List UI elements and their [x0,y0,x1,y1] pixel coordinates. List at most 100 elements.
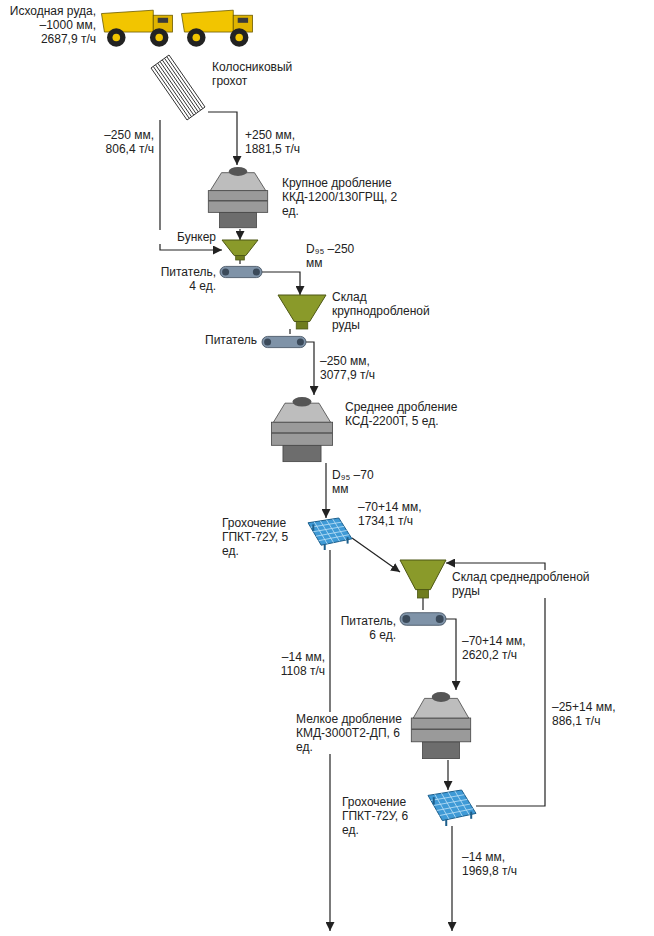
equipment-label: Среднее дробление КСД-2200Т, 5 ед. [345,400,470,428]
screen-deck [308,518,352,545]
equipment-label: Грохочение ГПКТ-72У, 6 ед. [342,795,424,837]
crusher-icon [205,165,271,229]
wheel-hub [193,34,201,42]
bin-icon [278,295,326,329]
equipment-node: Питатель, 6 ед. [400,610,446,628]
flow-label: +250 мм, 1881,5 т/ч [245,128,330,156]
screen-leg [347,537,349,543]
equipment-node: Грохочение ГПКТ-72У, 5 ед. [308,518,352,550]
crusher-icon [268,395,336,463]
grate-bar [162,60,198,112]
grate-icon [148,55,208,120]
feeder-pulley [253,268,260,275]
bin-body [278,295,326,322]
feeder-pulley [402,615,410,623]
screen-mesh [319,535,350,541]
crusher-body [271,422,332,445]
flow-arrow [239,260,240,264]
grate-bar [153,66,189,118]
bin-icon [222,240,258,260]
feeder-pulley [297,338,304,345]
equipment-label: Питатель [187,333,257,347]
equipment-node: Крупное дробление ККД-1200/130ГРЩ, 2 ед. [205,165,271,229]
equipment-label: Питатель, 4 ед. [152,265,216,293]
screen-leg [433,797,435,804]
screen-mesh [440,809,474,816]
crusher-base [423,742,460,759]
screen-icon [308,518,352,550]
screen-leg [324,544,326,550]
equipment-node: Мелкое дробление КМД-3000Т2-ДП, 6 ед. [408,690,474,760]
screen-leg [470,812,472,819]
crusher-cap [292,397,311,407]
crusher-body [411,718,470,742]
flow-label: –70+14 мм, 1734,1 т/ч [358,500,440,528]
grate-bar [156,65,192,117]
truck-wheel [230,28,248,46]
feeder-icon [262,334,306,350]
product-line [451,826,452,931]
equipment-label: Бункер [156,230,216,244]
product-label: –14 мм, 1969,8 т/ч [462,850,544,878]
truck-wheel [107,28,125,46]
bin-icon [400,560,446,598]
flow-label: –25+14 мм, 886,1 т/ч [552,700,642,728]
flow-label: D₉₅ –70 мм [332,468,392,496]
crusher-band [208,200,267,202]
truck-body [181,10,233,32]
feeder-pulley [436,615,444,623]
screen-mesh [311,522,342,527]
feeder-icon [400,610,446,628]
equipment-node: Колосниковый грохот [148,55,208,120]
truck-icon [100,6,260,48]
bin-neck [296,322,308,329]
haul-truck [101,10,172,47]
wheel-hub [235,34,243,42]
crusher-cap [432,692,450,702]
feeder-pulley [222,268,229,275]
grate-bar [158,63,194,115]
flow-label: –70+14 мм, 2620,2 т/ч [462,634,544,662]
screen-mesh [437,804,471,810]
equipment-node: Бункер [222,240,258,260]
crusher-base [220,212,257,227]
equipment-node: Питатель [262,334,306,350]
flow-arrow [208,112,237,165]
flow-arrow [447,760,448,790]
equipment-label: Питатель, 6 ед. [332,614,396,642]
equipment-node: Среднее дробление КСД-2200Т, 5 ед. [268,395,336,463]
screen-mesh [313,526,344,531]
flow-label: –250 мм, 3077,9 т/ч [320,354,402,382]
flow-arrow [289,329,290,334]
flow-arrow [446,619,456,690]
grate-frame [151,55,205,120]
equipment-label: Мелкое дробление КМД-3000Т2-ДП, 6 ед. [296,712,404,754]
crusher-body [208,191,267,213]
crusher-icon [408,690,474,760]
wheel-hub [113,34,121,42]
feeder-belt [220,266,262,277]
bin-neck [417,590,428,598]
equipment-node: Питатель, 4 ед. [220,264,262,280]
haul-truck [181,10,252,47]
bin-body [400,560,446,590]
crusher-cap [229,167,247,176]
screen-icon [428,790,476,826]
flow-label: –250 мм, 806,4 т/ч [82,128,154,156]
flow-arrow [239,229,240,240]
feeder-pulley [264,338,271,345]
truck-wheel [150,28,168,46]
grate-bar [167,57,203,109]
grate-bar [160,62,196,114]
equipment-label: Исходная руда, –1000 мм, 2687,9 т/ч [4,4,96,46]
truck-window [158,18,168,23]
bin-body [222,240,258,256]
equipment-node: Исходная руда, –1000 мм, 2687,9 т/ч [100,6,260,48]
equipment-node: Склад крупнодробленой руды [278,295,326,329]
feeder-belt [262,336,306,347]
crusher-base [283,445,321,461]
screen-deck [428,790,476,821]
product-label: –14 мм, 1108 т/ч [261,650,325,678]
